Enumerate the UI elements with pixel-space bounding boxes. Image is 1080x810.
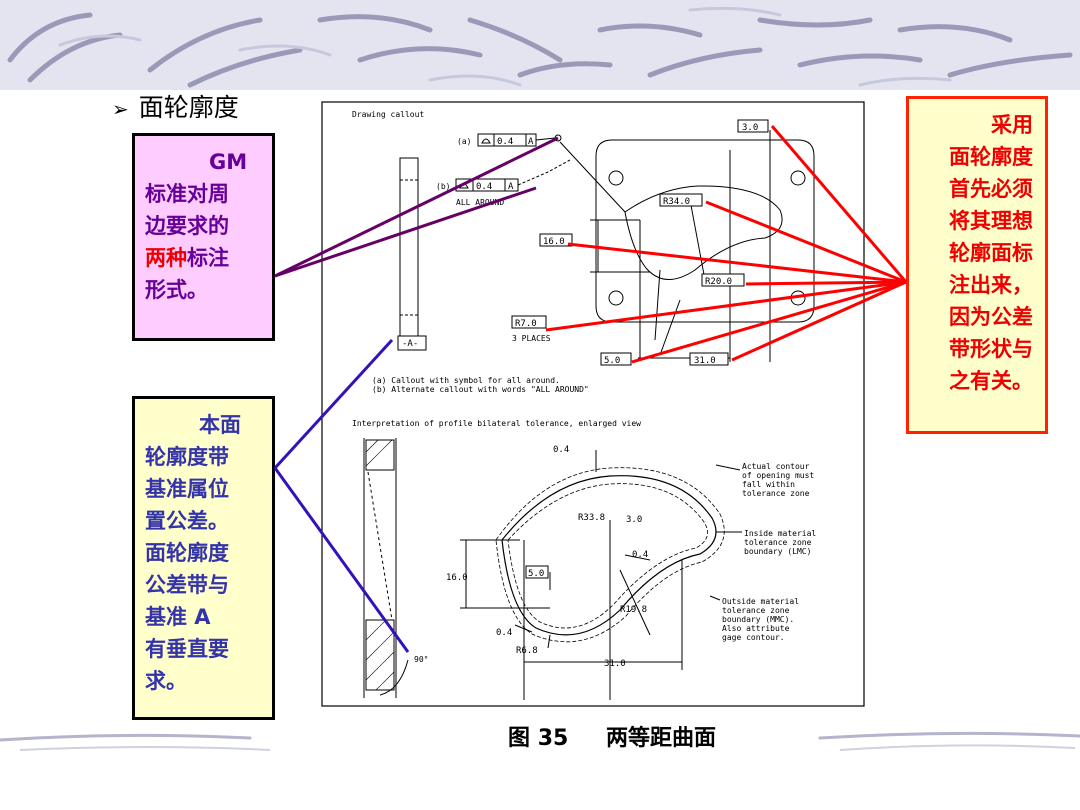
right-line-2: 面轮廓度 (949, 145, 1033, 169)
callout-a-tolerance: 0.4 (497, 137, 513, 147)
interp-30: 3.0 (626, 515, 642, 525)
note-outside-material: Outside material tolerance zone boundary… (722, 597, 799, 642)
datum-line-6: 公差带与 (145, 573, 229, 597)
dim-5: 5.0 (604, 356, 620, 366)
svg-text:Inside material: Inside material (744, 529, 816, 538)
datum-line-3: 基准属位 (145, 477, 229, 501)
interp-160: 16.0 (446, 573, 468, 583)
note-a: (a) Callout with symbol for all around. (372, 376, 560, 385)
dim-3-places: 3 PLACES (512, 334, 551, 343)
svg-text:Actual contour: Actual contour (742, 462, 810, 471)
datum-line-2: 轮廓度带 (145, 445, 229, 469)
dim-r34: R34.0 (663, 197, 690, 207)
gm-line-3: 边要求的 (145, 214, 229, 238)
svg-text:Outside material: Outside material (722, 597, 799, 606)
dim-31: 31.0 (694, 356, 716, 366)
datum-line-8: 有垂直要 (145, 637, 229, 661)
svg-text:tolerance zone: tolerance zone (742, 489, 810, 498)
svg-text:boundary (LMC): boundary (LMC) (744, 547, 811, 556)
datum-a-frame (397, 335, 427, 351)
drawing-header: Drawing callout (352, 110, 424, 119)
caption-prefix: 图 (508, 726, 531, 751)
interp-04-bot: 0.4 (496, 628, 512, 638)
interp-r198: R19.8 (620, 605, 647, 615)
dim-r20: R20.0 (705, 277, 732, 287)
profile-note-box: 采用 面轮廓度 首先必须 将其理想 轮廓面标 注出来， 因为公差 带形状与 之有… (906, 96, 1048, 434)
right-line-3: 首先必须 (949, 177, 1033, 201)
interp-r338: R33.8 (578, 513, 605, 523)
datum-line-4: 置公差。 (145, 509, 229, 533)
interp-50: 5.0 (528, 569, 544, 579)
all-around-label: ALL AROUND (456, 198, 504, 207)
interp-r68: R6.8 (516, 646, 538, 656)
note-inside-material: Inside material tolerance zone boundary … (744, 529, 816, 556)
svg-text:fall within: fall within (742, 480, 795, 489)
angle-90: 90° (414, 655, 428, 664)
slide-title: ➢ 面轮廓度 (112, 88, 239, 124)
svg-text:boundary (MMC).: boundary (MMC). (722, 615, 794, 624)
callout-a-label: (a) (457, 137, 471, 146)
svg-text:tolerance zone: tolerance zone (744, 538, 812, 547)
dim-r7: R7.0 (515, 319, 537, 329)
callout-b-tolerance: 0.4 (476, 182, 492, 192)
interp-04-mid: 0.4 (632, 550, 648, 560)
svg-text:of opening must: of opening must (742, 471, 814, 480)
footer-decoration (0, 731, 1080, 751)
title-text: 面轮廓度 (138, 93, 239, 122)
callout-b-datum: A (508, 182, 514, 192)
datum-note-box: 本面 轮廓度带 基准属位 置公差。 面轮廓度 公差带与 基准 A 有垂直要 求。 (132, 396, 275, 720)
svg-text:tolerance zone: tolerance zone (722, 606, 790, 615)
gm-line-4-highlight: 两种 (145, 246, 187, 270)
interp-310: 31.0 (604, 659, 626, 669)
svg-text:Also attribute: Also attribute (722, 624, 790, 633)
datum-line-5: 面轮廓度 (145, 541, 229, 565)
enlarged-profile (460, 450, 742, 700)
right-line-6: 注出来， (949, 273, 1033, 297)
dim-3: 3.0 (742, 123, 758, 133)
interp-header: Interpretation of profile bilateral tole… (352, 419, 641, 428)
gm-line-1: GM (209, 150, 248, 174)
dim-16: 16.0 (543, 237, 565, 247)
right-line-7: 因为公差 (949, 305, 1033, 329)
right-line-5: 轮廓面标 (949, 241, 1033, 265)
gm-note-box: GM 标准对周 边要求的 两种标注 形式。 (132, 133, 275, 341)
datum-a-label: -A- (402, 339, 418, 349)
datum-line-7: 基准 A (145, 605, 211, 629)
callout-b-label: (b) (436, 182, 450, 191)
caption-number: 35 (537, 726, 569, 751)
datum-line-9: 求。 (145, 669, 187, 693)
gm-line-4: 两种标注 (145, 242, 262, 274)
engineering-drawing: Drawing callout -A- (a) 0.4 A (b) 0.4 A … (321, 101, 865, 707)
callout-a-datum: A (528, 137, 534, 147)
interp-04-top: 0.4 (553, 445, 569, 455)
datum-line-1: 本面 (199, 413, 241, 437)
right-line-1: 采用 (991, 113, 1033, 137)
header-decoration (0, 0, 1080, 90)
caption-text: 两等距曲面 (605, 726, 716, 751)
note-b: (b) Alternate callout with words "ALL AR… (372, 385, 589, 394)
figure-caption: 图 35 两等距曲面 (508, 720, 716, 752)
right-line-9: 之有关。 (949, 369, 1033, 393)
right-line-8: 带形状与 (949, 337, 1033, 361)
gm-line-4-rest: 标注 (187, 246, 229, 270)
gm-line-5: 形式。 (145, 278, 208, 302)
note-actual-contour: Actual contour of opening must fall with… (742, 462, 814, 498)
arrow-bullet-icon: ➢ (112, 97, 129, 121)
right-line-4: 将其理想 (949, 209, 1033, 233)
gm-line-2: 标准对周 (145, 182, 229, 206)
svg-text:gage contour.: gage contour. (722, 633, 785, 642)
